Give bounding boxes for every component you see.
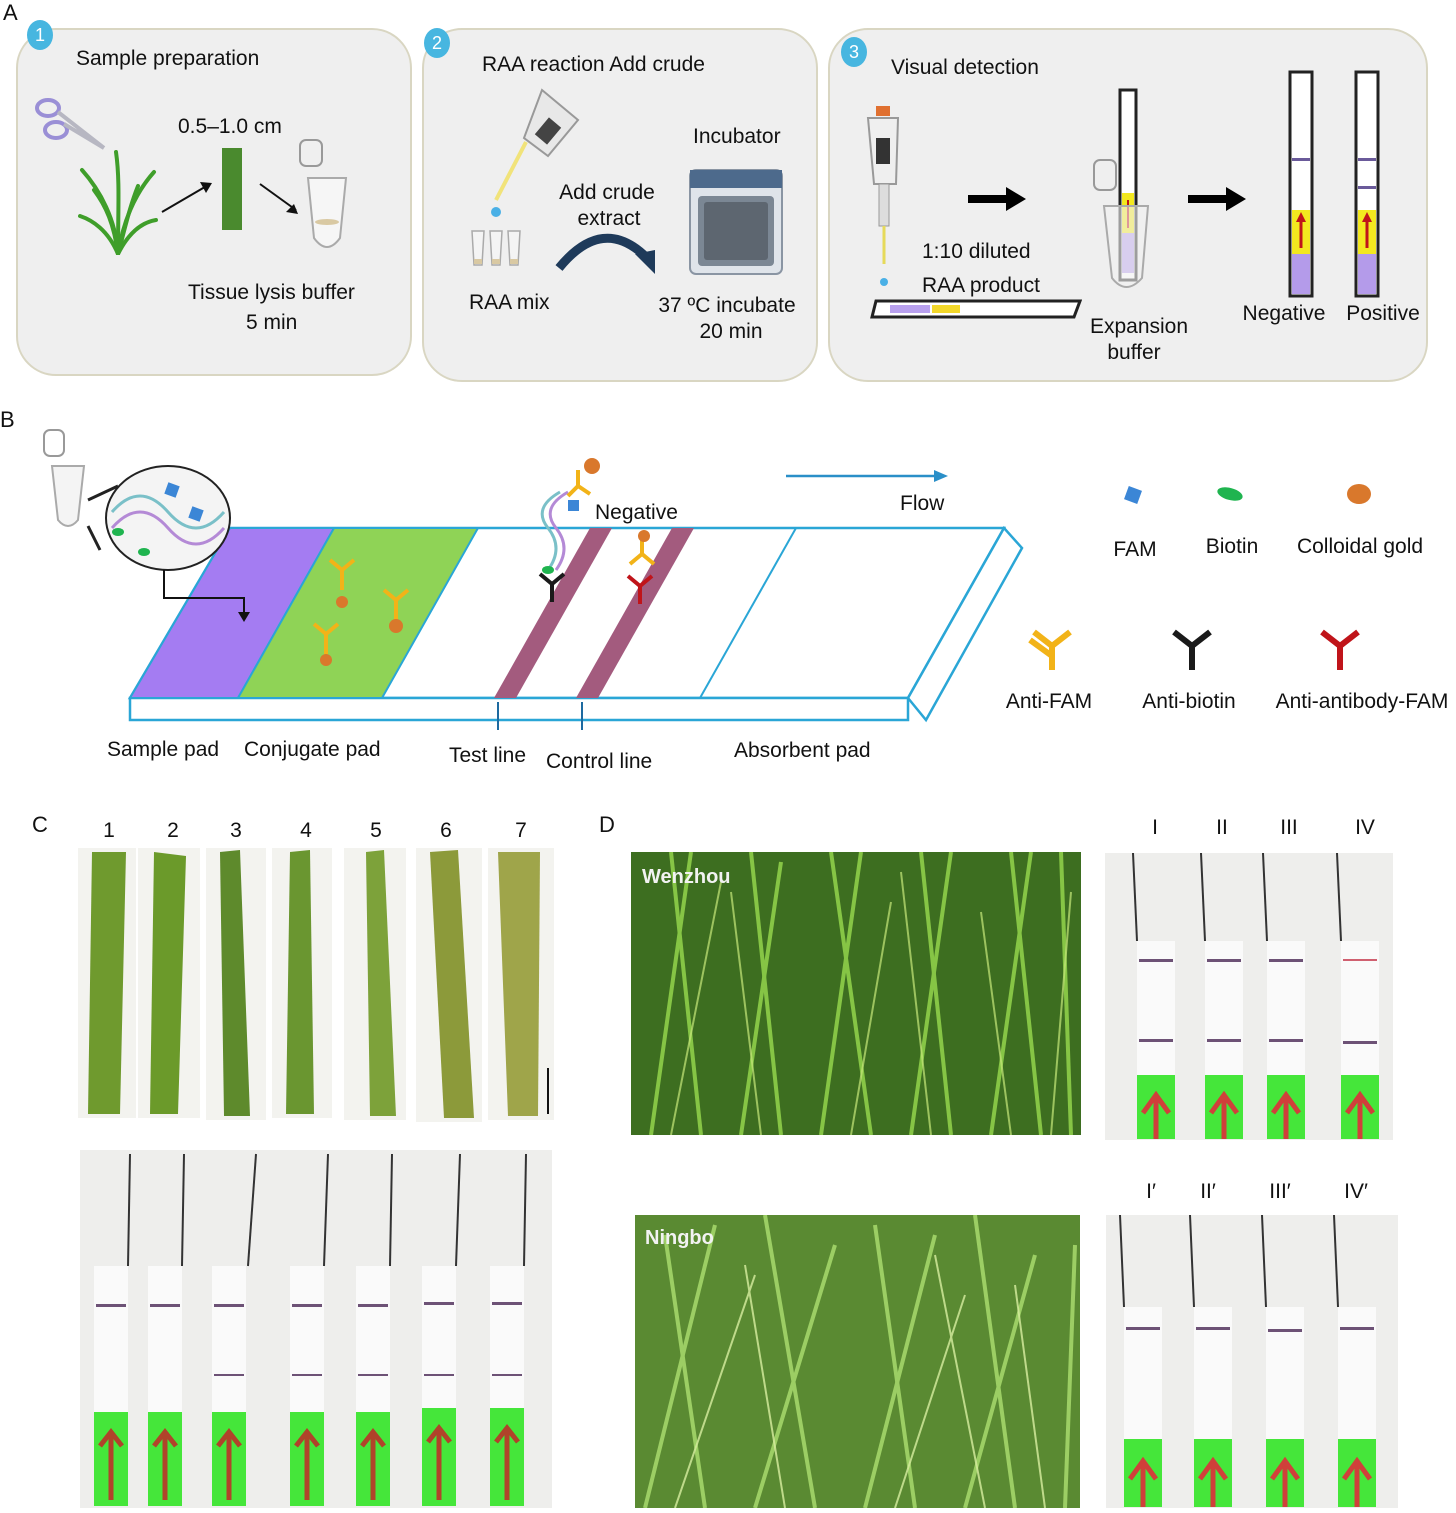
raa-mix-label: RAA mix (469, 291, 550, 314)
scissors-icon (35, 98, 106, 150)
negative-b-label: Negative (595, 501, 678, 524)
strip-label-iv-prime: IV′ (1344, 1180, 1368, 1203)
leaf-label-4: 4 (300, 819, 312, 842)
leaf-photos (78, 848, 554, 1122)
test-strip-horizontal (870, 299, 1082, 319)
raa-tubes-icon (471, 230, 521, 266)
step1-box (16, 28, 412, 376)
leaf-label-1: 1 (103, 819, 115, 842)
panel-label-d: D (599, 812, 615, 837)
strip-label-ii: II (1216, 816, 1228, 839)
incubate-temp-label: 37 ºC incubate (658, 294, 796, 317)
step3-number: 3 (841, 37, 867, 67)
strip-label-iii-prime: III′ (1269, 1180, 1291, 1203)
arrow-right-1 (968, 187, 1026, 211)
strip-in-tube-icon (1093, 88, 1150, 288)
add-crude-label: Add crude (559, 181, 655, 204)
lateral-flow-strip (86, 458, 1371, 730)
arrow-to-leaf (161, 182, 212, 213)
positive-label: Positive (1346, 302, 1420, 325)
positive-strip-icon (1354, 70, 1380, 298)
flow-label: Flow (900, 492, 945, 515)
legend-anti-biotin: Anti-biotin (1142, 690, 1236, 713)
tube-icon (299, 139, 348, 248)
test-line-label: Test line (449, 744, 527, 767)
leaf-label-6: 6 (440, 819, 452, 842)
panel-label-b: B (0, 407, 15, 432)
tube-small-icon (43, 429, 86, 527)
strip-label-i-prime: I′ (1146, 1180, 1156, 1203)
legend-anti-fam: Anti-FAM (1005, 690, 1093, 713)
step1-title: Sample preparation (76, 47, 260, 70)
leaf-label-2: 2 (167, 819, 179, 842)
wenzhou-field-photo (631, 851, 1081, 1136)
incubator-icon (689, 169, 783, 275)
lysis-buffer-label: Tissue lysis buffer (188, 281, 355, 304)
leaf-size-label: 0.5–1.0 cm (178, 115, 282, 138)
ningbo-field-photo (635, 1214, 1080, 1509)
leaf-label-5: 5 (370, 819, 382, 842)
arrow-to-tube (259, 183, 298, 214)
leaf-label-7: 7 (515, 819, 527, 842)
negative-strip-icon (1288, 70, 1314, 298)
diluted-label: 1:10 diluted (922, 240, 1031, 263)
strip-label-ii-prime: II′ (1200, 1180, 1216, 1203)
panel-c-test-strips (80, 1150, 552, 1508)
extract-label: extract (577, 207, 641, 230)
arrow-right-2 (1188, 187, 1246, 211)
strip-label-iv: IV (1355, 816, 1375, 839)
buffer-label: buffer (1107, 341, 1161, 364)
ningbo-label: Ningbo (645, 1227, 714, 1249)
wenzhou-label: Wenzhou (642, 866, 731, 888)
curved-arrow-icon (555, 233, 655, 274)
absorbent-pad-label: Absorbent pad (734, 739, 871, 762)
leaf-label-3: 3 (230, 819, 242, 842)
incubate-time-label: 20 min (699, 320, 763, 343)
sample-pad-label: Sample pad (107, 738, 220, 761)
panel-d-bottom-strips (1106, 1214, 1398, 1508)
legend-biotin: Biotin (1205, 535, 1259, 558)
strip-label-iii: III (1280, 816, 1298, 839)
panel-label-a: A (3, 0, 18, 25)
pipette-vertical-icon (866, 106, 900, 286)
panel-label-c: C (32, 812, 48, 837)
expansion-label: Expansion (1089, 315, 1189, 338)
step1-number: 1 (27, 20, 53, 50)
step2-title: RAA reaction Add crude (482, 53, 705, 76)
rice-plant-icon (78, 150, 158, 255)
strip-label-i: I (1152, 816, 1158, 839)
step3-title: Visual detection (891, 56, 1039, 79)
conjugate-pad-label: Conjugate pad (244, 738, 381, 761)
lysis-time-label: 5 min (246, 311, 298, 334)
leaf-segment (222, 148, 242, 230)
step2-number: 2 (424, 28, 450, 58)
negative-label: Negative (1242, 302, 1326, 325)
legend-colloidal-gold: Colloidal gold (1296, 535, 1424, 558)
panel-d-top-strips (1105, 852, 1393, 1140)
legend-fam: FAM (1113, 538, 1157, 561)
raa-product-label: RAA product (922, 274, 1040, 297)
control-line-label: Control line (546, 750, 653, 773)
pipette-icon (491, 88, 580, 217)
incubator-label: Incubator (693, 125, 781, 148)
legend-anti-antibody-fam: Anti-antibody-FAM (1275, 690, 1449, 713)
